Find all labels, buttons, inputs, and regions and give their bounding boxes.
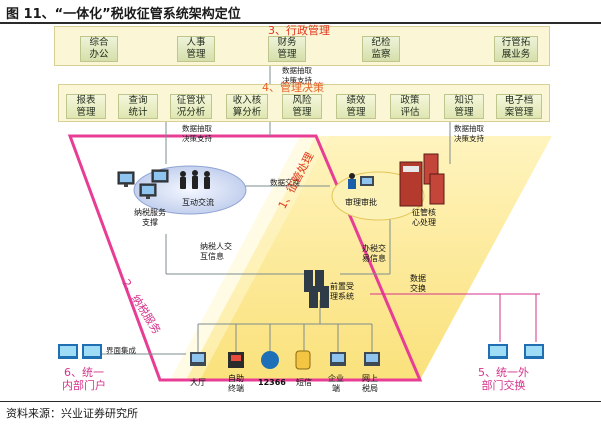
channel-enterprise: 企业 端 [328, 374, 344, 393]
decision-box-collection-analysis: 征管状 况分析 [170, 94, 212, 119]
architecture-diagram: 3、行政管理 综合 办公 人事 管理 财务 管理 纪检 监察 行管拓 展业务 数… [0, 24, 601, 400]
service-zone-outline [67, 134, 423, 382]
link-right-extract: 数据抽取 决策支持 [454, 124, 484, 143]
admin-box-discipline: 纪检 监察 [362, 36, 400, 62]
decision-box-risk: 风险 管理 [282, 94, 322, 119]
channel-hall: 大厅 [190, 378, 206, 387]
link-taxpayer-exchange: 纳税人交 互信息 [200, 242, 232, 261]
node-approval: 审理审批 [345, 198, 377, 207]
footer-rule [0, 401, 601, 402]
admin-box-office: 综合 办公 [80, 36, 118, 62]
decision-box-report: 报表 管理 [66, 94, 106, 119]
zone-internal-label: 6、统一 内部门户 [62, 366, 106, 392]
decision-box-archive: 电子档 案管理 [496, 94, 542, 119]
link-data-swap: 数据 交换 [410, 274, 426, 293]
link-tax-exchange: 办税交 易信息 [362, 244, 386, 263]
channel-self-service: 自助 终端 [228, 374, 244, 393]
decision-box-query: 查询 统计 [118, 94, 158, 119]
decision-box-performance: 绩效 管理 [336, 94, 376, 119]
channel-online: 网上 税局 [362, 374, 378, 393]
decision-label: 4、管理决策 [262, 81, 324, 94]
channel-12366: 12366 [258, 378, 286, 387]
node-interaction: 互动交流 [182, 198, 214, 207]
node-service-support: 纳税服务 支撑 [134, 208, 166, 227]
node-core: 征管核 心处理 [412, 208, 436, 227]
admin-box-finance: 财务 管理 [268, 36, 306, 62]
link-left-extract: 数据抽取 决策支持 [182, 124, 212, 143]
figure-title: 图 11、“一体化”税收征管系统架构定位 [6, 7, 241, 22]
diagram-backdrop [58, 58, 552, 382]
admin-label: 3、行政管理 [268, 24, 330, 37]
zone-external-label: 5、统一外 部门交换 [478, 366, 529, 392]
title-rule [0, 22, 601, 24]
node-frontend: 前置受 理系统 [330, 282, 354, 301]
admin-box-hr: 人事 管理 [177, 36, 215, 62]
channel-sms: 短信 [296, 378, 312, 387]
link-interface-integration: 界面集成 [106, 346, 136, 355]
admin-box-extension: 行管拓 展业务 [494, 36, 538, 62]
link-top-extract: 数据抽取 决策支持 [282, 66, 312, 85]
decision-box-knowledge: 知识 管理 [444, 94, 484, 119]
decision-box-revenue-analysis: 收入核 算分析 [226, 94, 268, 119]
decision-box-policy: 政策 评估 [390, 94, 430, 119]
source-note: 资料来源：兴业证券研究所 [6, 407, 138, 420]
link-data-exchange: 数据交换 [270, 178, 300, 187]
